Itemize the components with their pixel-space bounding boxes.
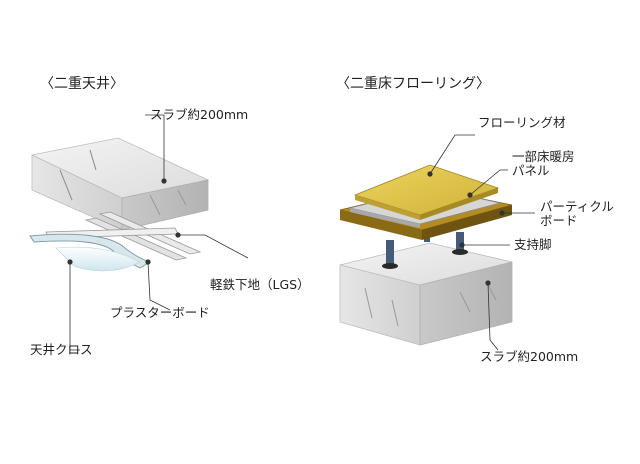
label-heating-panel-2: パネル: [512, 163, 550, 178]
floor-title: 〈二重床フローリング〉: [336, 76, 490, 92]
label-lgs: 軽鉄下地（LGS）: [210, 277, 310, 292]
ceiling-leaders: [67, 114, 249, 351]
ceiling-title: 〈二重天井〉: [40, 76, 124, 92]
label-floor-slab: スラブ約200mm: [480, 349, 579, 364]
ceiling-cloth: [55, 246, 141, 272]
label-plasterboard: プラスターボード: [110, 305, 210, 320]
label-particle-board-2: ボード: [540, 213, 578, 228]
plasterboard: [29, 233, 152, 269]
floor-leaders: [427, 134, 535, 351]
flooring: [353, 164, 500, 220]
label-particle-board-1: パーティクル: [540, 199, 614, 214]
label-ceiling-cloth: 天井クロス: [30, 342, 93, 357]
floor-slab: [339, 242, 513, 346]
label-flooring: フローリング材: [478, 115, 566, 130]
label-heating-panel-1: 一部床暖房: [512, 149, 575, 164]
label-support-leg: 支持脚: [514, 237, 552, 252]
label-ceiling-slab: スラブ約200mm: [150, 107, 249, 122]
